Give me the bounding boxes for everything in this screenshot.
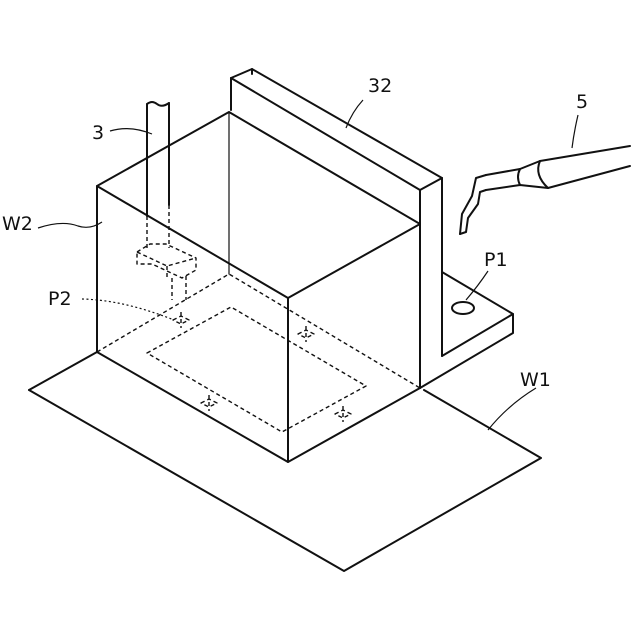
label-tool-3: 3 [92,122,104,144]
cross-mark [201,395,217,411]
sheet-w1 [29,352,541,571]
cross-mark [173,312,189,328]
label-probe-5: 5 [576,91,588,113]
cross-mark [298,326,314,342]
probe-5 [460,146,630,234]
label-plate-32: 32 [368,75,392,97]
cross-mark [335,406,351,422]
block-w2 [97,112,420,462]
label-sheet-w1: W1 [520,369,551,391]
label-point-p1: P1 [484,249,508,271]
label-block-w2: W2 [2,213,33,235]
base-flange [420,272,513,388]
footprint-rect [147,307,366,432]
label-point-p2: P2 [48,288,72,310]
hole-p1 [452,302,474,314]
